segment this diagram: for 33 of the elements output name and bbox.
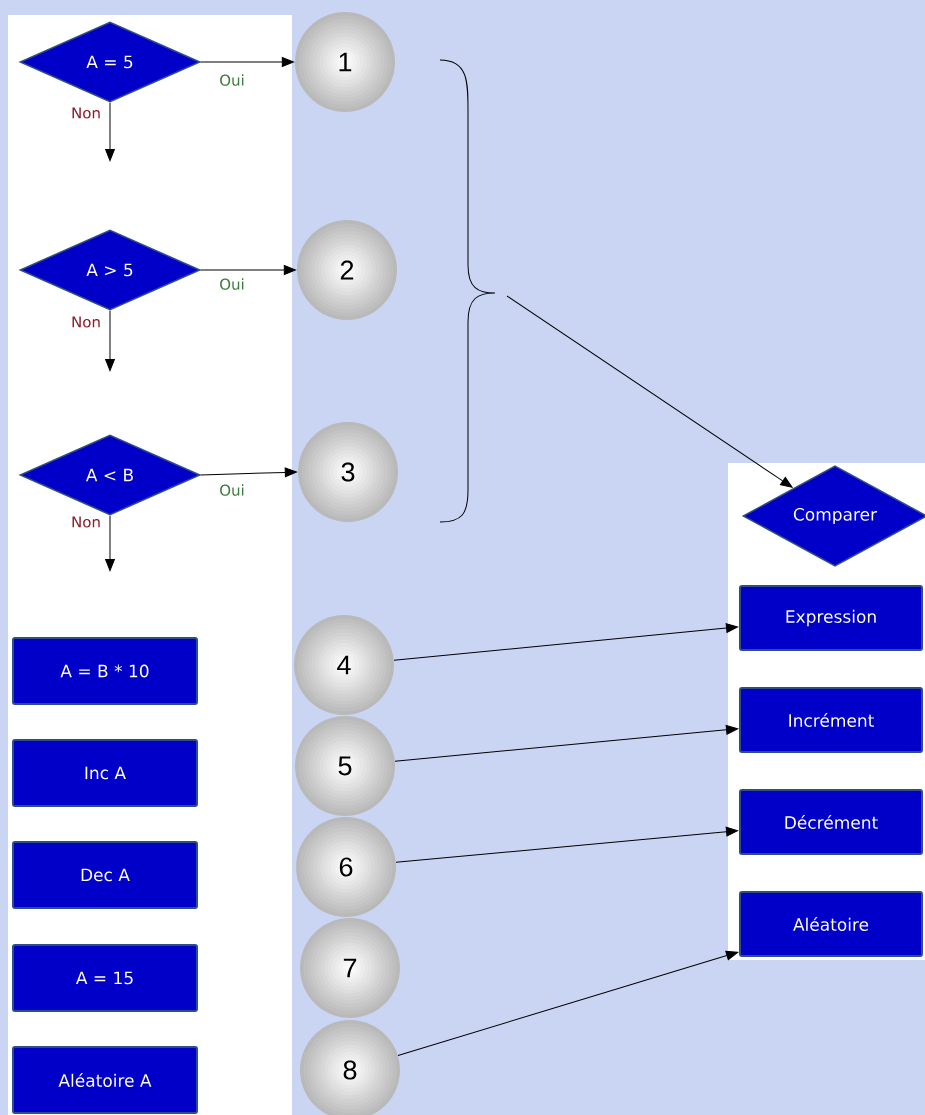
action-button: A = 15	[12, 944, 198, 1012]
arrow	[200, 265, 296, 275]
number-ball: 7	[300, 918, 400, 1018]
arrow	[397, 950, 739, 1056]
arrow	[393, 623, 739, 661]
edge-label: Non	[70, 315, 102, 329]
action-button: Incrément	[739, 687, 923, 753]
arrow	[200, 57, 294, 67]
action-button: Expression	[739, 585, 923, 651]
edge-label: Oui	[218, 73, 246, 87]
arrow	[395, 826, 739, 863]
edge-label: Non	[70, 106, 102, 120]
action-button: Décrément	[739, 789, 923, 855]
arrow	[200, 467, 297, 478]
action-button: Aléatoire A	[12, 1046, 198, 1114]
arrow	[105, 310, 115, 372]
action-button: Inc A	[12, 739, 198, 807]
action-button: A = B * 10	[12, 637, 198, 705]
edge-label: Oui	[218, 483, 246, 497]
edge-label: Non	[70, 515, 102, 529]
action-button: Dec A	[12, 841, 198, 909]
arrow	[394, 724, 739, 762]
action-button: Aléatoire	[739, 891, 923, 957]
number-ball: 2	[297, 220, 397, 320]
number-ball: 1	[295, 12, 395, 112]
number-ball: 6	[296, 817, 396, 917]
number-ball: 3	[298, 422, 398, 522]
arrow	[506, 295, 793, 488]
arrow	[105, 515, 115, 572]
number-ball: 5	[295, 716, 395, 816]
number-ball: 4	[294, 615, 394, 715]
edge-label: Oui	[218, 277, 246, 291]
arrow	[105, 102, 115, 162]
